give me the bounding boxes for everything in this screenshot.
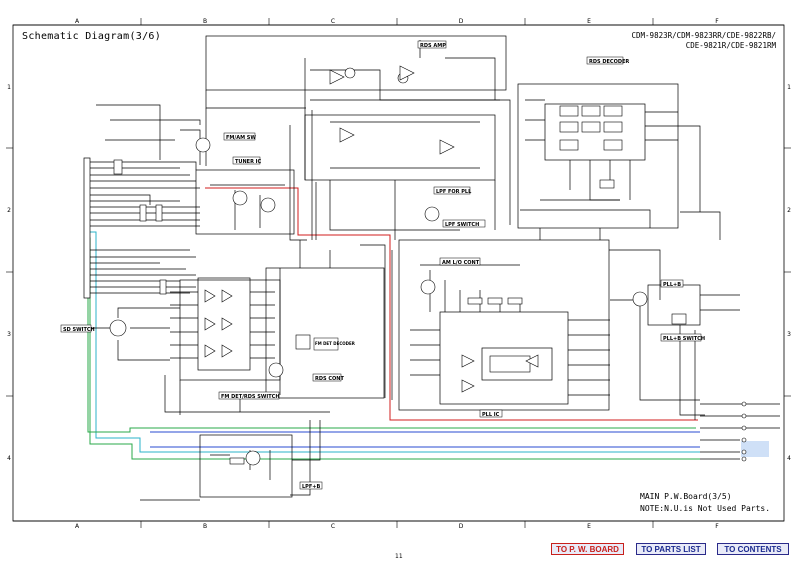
grid-column-labels-bottom: A B C D E F bbox=[75, 523, 719, 530]
red-trace bbox=[205, 187, 698, 421]
col-label: E bbox=[587, 523, 591, 530]
row-label: 1 bbox=[787, 84, 791, 91]
label-tuner-ic: TUNER IC bbox=[235, 159, 262, 165]
model-list: CDM-9823R/CDM-9823RR/CDE-9822RB/ CDE-982… bbox=[596, 31, 777, 51]
label-pll-b-switch: PLL+B SWITCH bbox=[663, 336, 705, 342]
grid-frame bbox=[12, 24, 785, 522]
row-label: 4 bbox=[7, 455, 11, 462]
wiring bbox=[84, 35, 780, 501]
board-note: MAIN P.W.Board(3/5) NOTE:N.U.is Not Used… bbox=[640, 491, 770, 515]
row-label: 1 bbox=[7, 84, 11, 91]
opamps bbox=[204, 65, 539, 393]
label-fm-am-sw: FM/AM SW bbox=[226, 135, 256, 141]
cyan-trace bbox=[84, 231, 700, 453]
grid-row-labels-right: 1 2 3 4 bbox=[787, 84, 791, 462]
col-label: A bbox=[75, 18, 80, 25]
col-label: A bbox=[75, 523, 80, 530]
components bbox=[109, 67, 687, 466]
col-label: F bbox=[715, 18, 719, 25]
col-label: D bbox=[459, 523, 464, 530]
label-pll-ic: PLL IC bbox=[482, 412, 500, 418]
label-sd-switch: SD SWITCH bbox=[63, 327, 95, 333]
row-label: 2 bbox=[787, 207, 791, 214]
left-connector bbox=[83, 157, 91, 299]
grid-ticks bbox=[6, 18, 791, 528]
col-label: C bbox=[331, 18, 335, 25]
label-rds-cont: RDS CONT bbox=[315, 376, 344, 382]
label-fm-det-rds-switch: FM DET/RDS SWITCH bbox=[221, 394, 280, 400]
label-fm-det-decoder: FM DET DECODER bbox=[315, 341, 355, 346]
model-line: CDM-9823R/CDM-9823RR/CDE-9822RB/ bbox=[631, 31, 777, 40]
highlight-box bbox=[741, 441, 769, 457]
col-label: B bbox=[203, 18, 207, 25]
label-lpf-switch: LPF SWITCH bbox=[445, 222, 479, 228]
label-lpf-for-pll: LPF FOR PLL bbox=[436, 189, 472, 195]
row-label: 3 bbox=[787, 331, 791, 338]
col-label: B bbox=[203, 523, 207, 530]
model-line: CDE-9821R/CDE-9821RM bbox=[685, 41, 776, 50]
to-parts-list-button[interactable]: TO PARTS LIST bbox=[636, 543, 706, 555]
row-label: 2 bbox=[7, 207, 11, 214]
board-label: MAIN P.W.Board(3/5) bbox=[640, 492, 732, 501]
block-labels: RDS AMP RDS DECODER FM/AM SW TUNER IC LP… bbox=[60, 40, 705, 490]
col-label: E bbox=[587, 18, 591, 25]
label-rds-amp: RDS AMP bbox=[420, 43, 446, 49]
to-pw-board-button[interactable]: TO P. W. BOARD bbox=[551, 543, 624, 555]
label-rds-decoder: RDS DECODER bbox=[589, 59, 629, 65]
page-title: Schematic Diagram(3/6) bbox=[22, 31, 162, 42]
output-terminals bbox=[741, 401, 747, 462]
col-label: D bbox=[459, 18, 464, 25]
to-contents-button[interactable]: TO CONTENTS bbox=[717, 543, 789, 555]
unused-parts-note: NOTE:N.U.is Not Used Parts. bbox=[640, 504, 771, 513]
row-label: 3 bbox=[7, 331, 11, 338]
label-pll-b: PLL+B bbox=[663, 282, 681, 288]
grid-row-labels-left: 1 2 3 4 bbox=[7, 84, 11, 462]
blue-trace bbox=[150, 431, 700, 448]
page-number: 11 bbox=[395, 553, 403, 560]
label-am-lo-cont: AM L/O CONT bbox=[442, 260, 480, 266]
grid-column-labels-top: A B C D E F bbox=[75, 18, 719, 25]
label-lpf-b: LPF+B bbox=[302, 484, 320, 490]
row-label: 4 bbox=[787, 455, 791, 462]
col-label: F bbox=[715, 523, 719, 530]
col-label: C bbox=[331, 523, 335, 530]
